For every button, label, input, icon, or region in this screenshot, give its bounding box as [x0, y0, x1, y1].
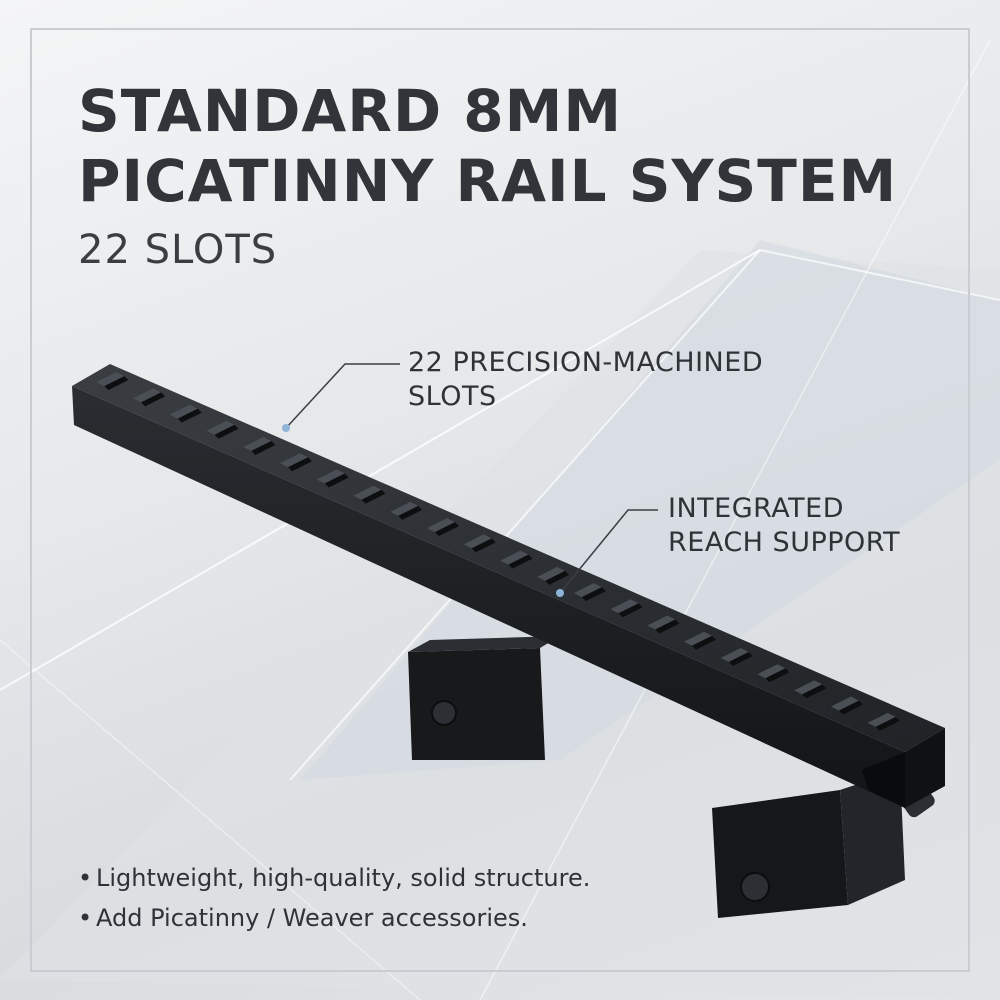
rail-slot: [500, 550, 533, 569]
rail-side-face: [72, 386, 905, 808]
callout-line-slots: [285, 363, 400, 429]
callout-dot-slots: [282, 424, 290, 432]
callout-slots-line-1: 22 PRECISION-MACHINED: [408, 347, 764, 378]
callout-line-support: [559, 509, 658, 594]
rail-slot: [133, 388, 166, 407]
rail-slot: [647, 615, 680, 634]
rail-slot: [390, 501, 423, 520]
bullet-marker: •: [78, 904, 93, 932]
rail-slot: [169, 404, 202, 423]
slot-count-subtitle: 22 SLOTS: [78, 227, 278, 273]
rail-slot: [720, 647, 753, 666]
rail-slot: [316, 469, 349, 488]
headline-line-1: STANDARD 8MM: [78, 77, 623, 145]
rail-slot: [243, 437, 276, 456]
headline-line-2: PICATINNY RAIL SYSTEM: [78, 147, 898, 215]
rail-slot: [610, 599, 643, 618]
bullet-marker: •: [78, 864, 93, 892]
title-block: STANDARD 8MM PICATINNY RAIL SYSTEM 22 SL…: [78, 76, 958, 276]
feature-bullet: •Add Picatinny / Weaver accessories.: [78, 898, 590, 938]
rail-slot: [867, 712, 900, 731]
feature-bullet: •Lightweight, high-quality, solid struct…: [78, 858, 590, 898]
feature-bullet-text: Add Picatinny / Weaver accessories.: [96, 904, 528, 932]
rail-end-face: [905, 728, 945, 808]
rail-slot: [426, 518, 459, 537]
rail-slot: [206, 420, 239, 439]
callout-support-line-1: INTEGRATED: [668, 493, 845, 524]
callout-slots-line-2: SLOTS: [408, 381, 497, 412]
rail-slot: [573, 583, 606, 602]
callout-slots: 22 PRECISION-MACHINED SLOTS: [408, 346, 763, 414]
rail-slot: [463, 534, 496, 553]
rail-slot: [537, 566, 570, 585]
rail-slot: [280, 453, 312, 472]
rail-slot: [794, 680, 827, 699]
feature-bullets: •Lightweight, high-quality, solid struct…: [78, 858, 590, 938]
rail-slot: [830, 696, 863, 715]
callout-dot-support: [556, 589, 564, 597]
rail-slot: [757, 664, 790, 683]
rail-slot: [684, 631, 716, 650]
callout-support: INTEGRATED REACH SUPPORT: [668, 492, 900, 560]
rear-mount-clamp: [408, 636, 560, 760]
feature-bullet-text: Lightweight, high-quality, solid structu…: [96, 864, 591, 892]
rail-slot: [353, 485, 386, 504]
rail-slot: [96, 372, 129, 391]
border-frame: [30, 28, 970, 972]
callout-support-line-2: REACH SUPPORT: [668, 527, 901, 558]
